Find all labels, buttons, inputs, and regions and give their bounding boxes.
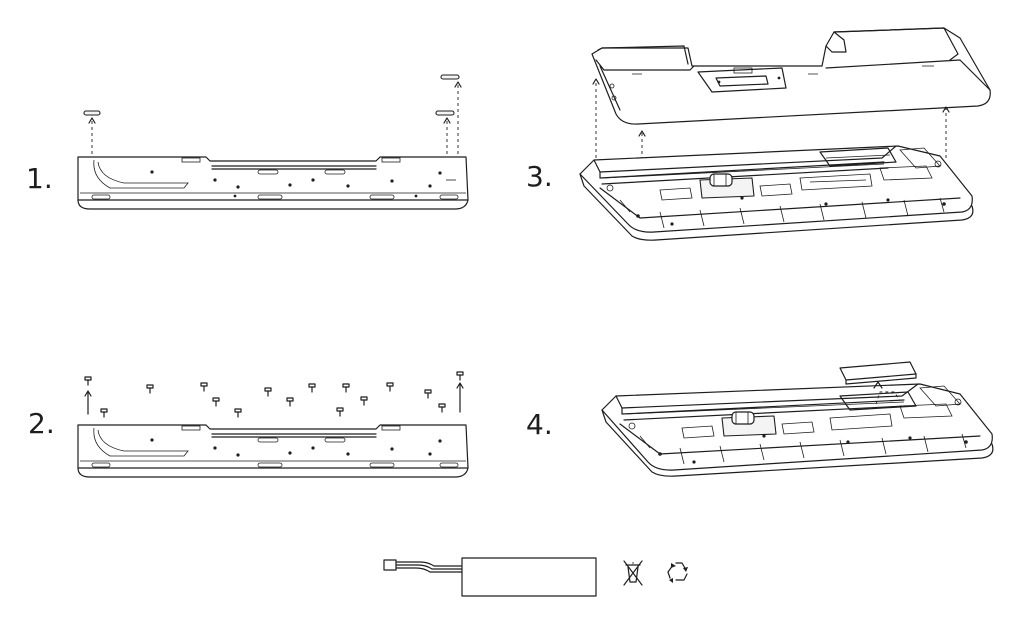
rubber-foot bbox=[440, 74, 460, 80]
top-cover bbox=[591, 27, 991, 125]
step-2-base-plate bbox=[77, 371, 469, 478]
step-1-label: 1. bbox=[26, 162, 53, 195]
step-3-assembly bbox=[579, 27, 991, 241]
step-3-label: 3. bbox=[526, 160, 553, 193]
weee-crossed-bin-icon bbox=[623, 560, 643, 586]
screws-group bbox=[84, 371, 464, 418]
base-chassis bbox=[601, 383, 993, 471]
rubber-foot bbox=[83, 110, 101, 116]
recycle-icon bbox=[667, 562, 688, 583]
battery-illustration bbox=[383, 557, 597, 597]
step-4-assembly bbox=[601, 361, 994, 477]
battery-pack bbox=[839, 361, 917, 381]
rubber-foot bbox=[435, 110, 455, 116]
step-2-label: 2. bbox=[28, 407, 55, 440]
step-4-label: 4. bbox=[526, 408, 553, 441]
step-1-base-plate bbox=[77, 74, 469, 210]
base-chassis bbox=[579, 145, 973, 233]
